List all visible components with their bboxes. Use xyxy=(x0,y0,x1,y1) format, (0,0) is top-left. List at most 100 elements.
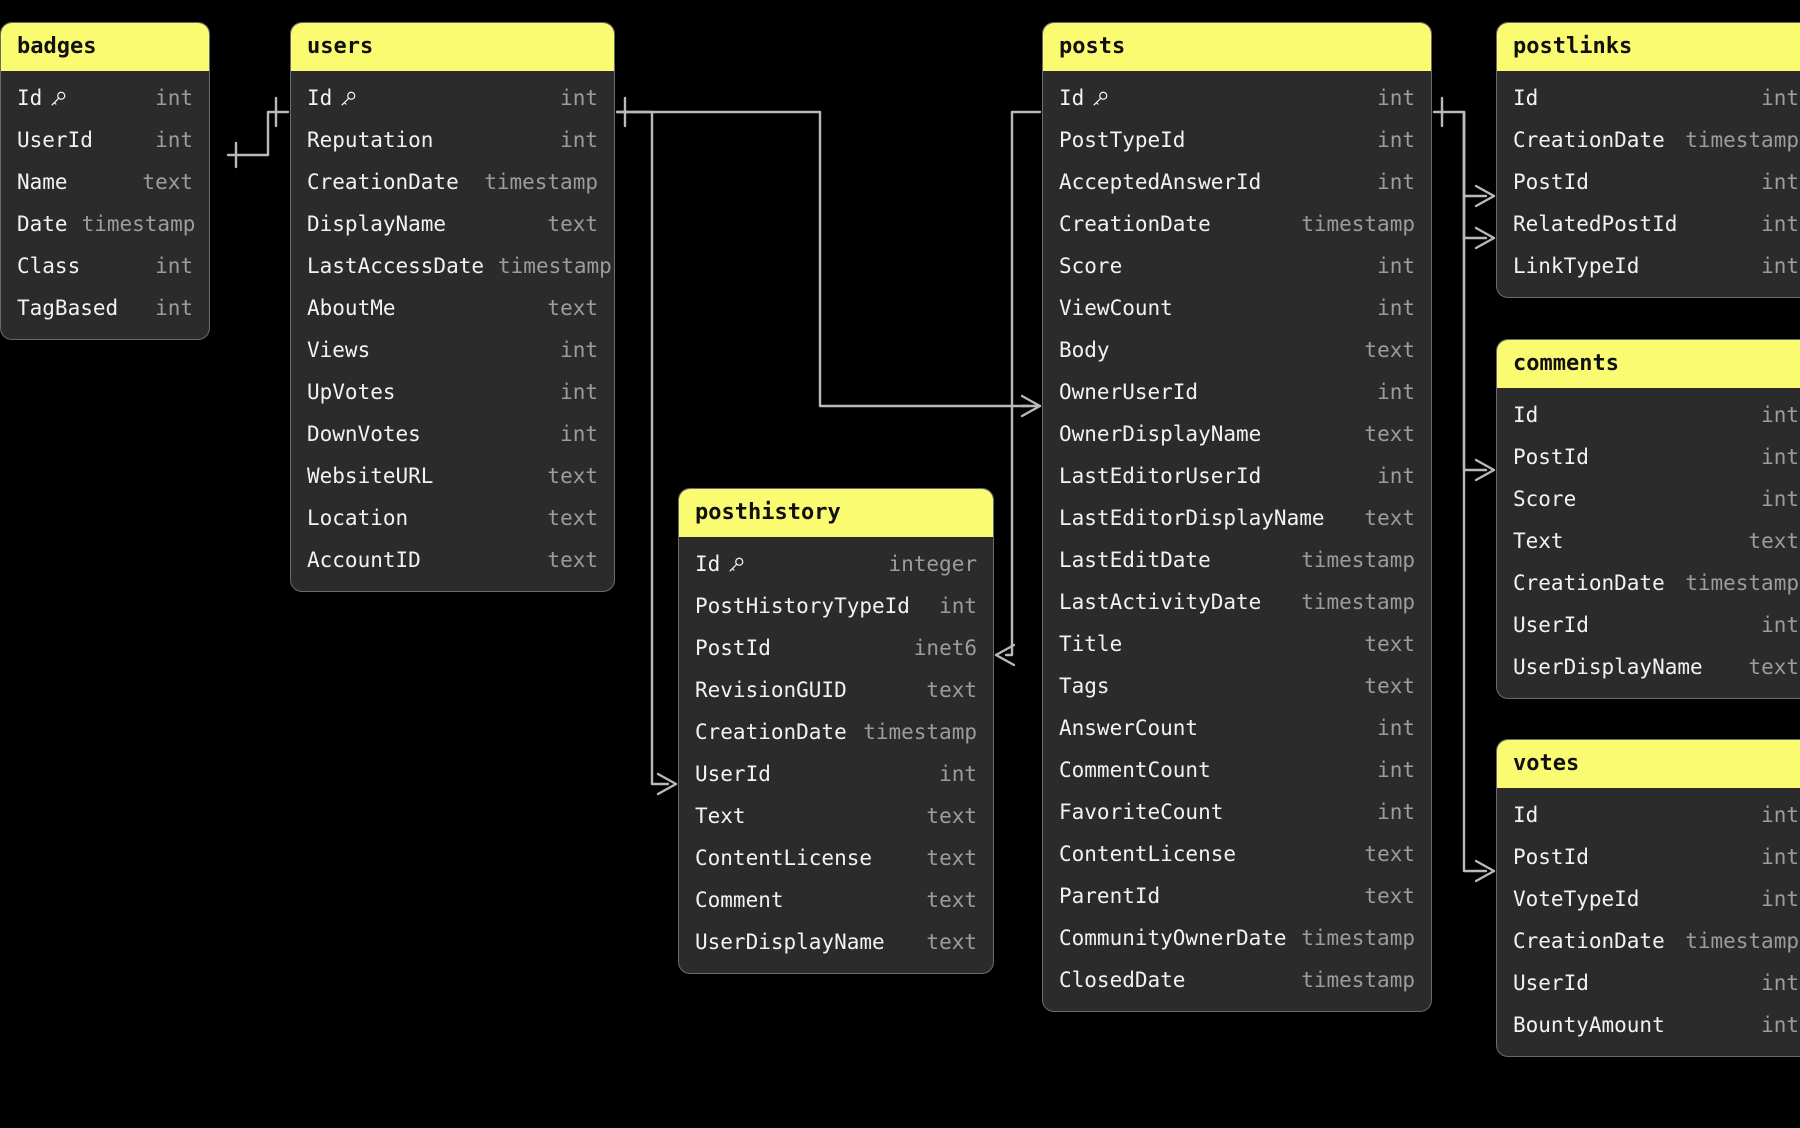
column-name-label: UpVotes xyxy=(307,380,396,404)
column-type: timestamp xyxy=(484,170,598,194)
column-type: int xyxy=(1761,613,1799,637)
column-type: timestamp xyxy=(1301,212,1415,236)
table-title-votes[interactable]: votes xyxy=(1497,740,1800,788)
column-name: ClosedDate xyxy=(1059,968,1185,992)
table-title-postlinks[interactable]: postlinks xyxy=(1497,23,1800,71)
table-title-users[interactable]: users xyxy=(291,23,614,71)
link-posts-id-to-postlinks-postid xyxy=(1432,96,1496,208)
column-name: Title xyxy=(1059,632,1122,656)
column-type: text xyxy=(547,212,598,236)
column-name-label: UserDisplayName xyxy=(1513,655,1703,679)
column-name-label: LastEditorDisplayName xyxy=(1059,506,1325,530)
column-name-label: LinkTypeId xyxy=(1513,254,1640,278)
column-name: UserId xyxy=(695,762,771,786)
column-name: CreationDate xyxy=(307,170,459,194)
column-type: timestamp xyxy=(1301,548,1415,572)
column-row[interactable]: CreationDate timestamp xyxy=(291,161,614,203)
column-name: Id xyxy=(17,86,67,110)
table-title-posthistory[interactable]: posthistory xyxy=(679,489,993,537)
table-title-posts[interactable]: posts xyxy=(1043,23,1431,71)
column-name-label: Title xyxy=(1059,632,1123,656)
table-title-comments[interactable]: comments xyxy=(1497,340,1800,388)
column-type: timestamp xyxy=(1685,571,1799,595)
column-type: int xyxy=(1761,971,1799,995)
table-title-badges[interactable]: badges xyxy=(1,23,209,71)
